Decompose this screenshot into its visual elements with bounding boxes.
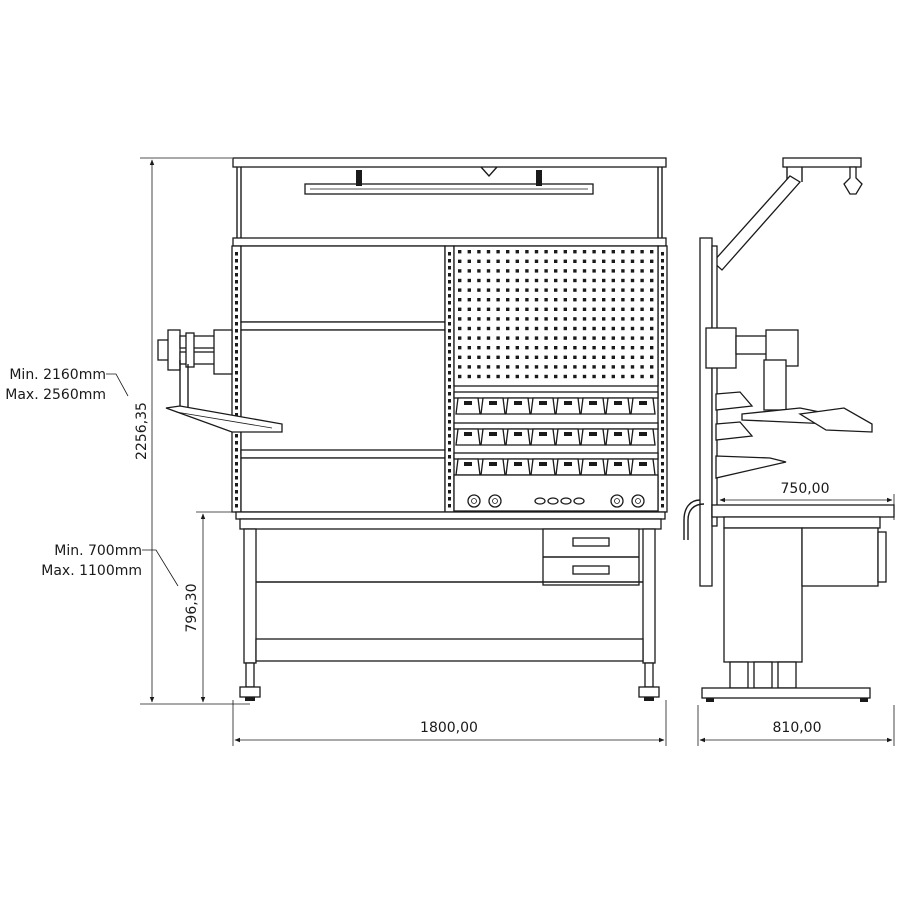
power-strip [453, 474, 659, 512]
side-drawer-front [877, 531, 887, 583]
top-range-min: Min. 2160mm [9, 367, 106, 383]
top-crossbar [232, 157, 667, 168]
desk-range-min: Min. 700mm [54, 543, 142, 559]
side-top-arm [782, 157, 862, 168]
lower-crossbar [255, 638, 644, 662]
drawer-handle-2 [572, 565, 610, 575]
top-range-max: Max. 2560mm [5, 387, 106, 403]
desk-height-label: 796,30 [184, 584, 200, 633]
right-foot [638, 686, 660, 698]
desktop-top [235, 511, 666, 520]
shelf-2 [240, 449, 446, 459]
side-diagonal-brace [712, 175, 802, 271]
side-view [683, 157, 895, 702]
side-desktop [711, 504, 895, 518]
leader-top [106, 373, 129, 397]
top-depth-label: 750,00 [781, 481, 830, 497]
front-width-label: 1800,00 [420, 720, 478, 736]
socket-row [467, 494, 645, 508]
total-height-label: 2256,35 [134, 402, 150, 460]
drawer-handle-1 [572, 537, 610, 547]
dimension-lines [106, 157, 895, 746]
right-leg [642, 528, 656, 664]
side-lamp-head [843, 166, 863, 195]
left-foot [239, 686, 261, 698]
front-view [157, 157, 668, 701]
upper-rail [232, 237, 667, 247]
side-foot [701, 687, 871, 699]
left-leg [243, 528, 257, 664]
side-column [699, 237, 713, 587]
leader-desk [142, 549, 179, 587]
desk-range-max: Max. 1100mm [41, 563, 142, 579]
keyboard-tray [165, 405, 283, 433]
monitor-arm [157, 329, 283, 433]
shelf-1 [240, 321, 446, 331]
dimension-labels: Min. 2160mm Max. 2560mm Min. 700mm Max. … [5, 367, 829, 736]
perforated-panel [453, 245, 659, 387]
side-keyboard-tray [798, 407, 873, 433]
side-depth-label: 810,00 [773, 720, 822, 736]
